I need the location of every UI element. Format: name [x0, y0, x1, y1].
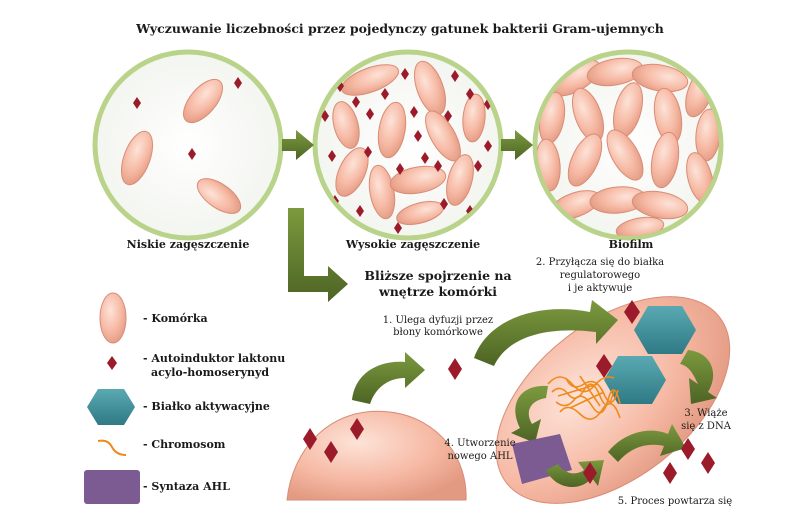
arrow-low-to-high	[282, 130, 314, 160]
step-2-label-line3: i je aktywuje	[567, 283, 633, 294]
arrow-repeat	[608, 424, 686, 462]
arrow-closer-look	[288, 208, 348, 302]
step-2-label-line1: 2. Przyłącza się do białka	[535, 257, 665, 268]
arrow-new-ahl	[511, 385, 548, 443]
step-4-label-line2: nowego AHL	[447, 451, 513, 462]
legend-chromosome-label: - Chromosom	[143, 438, 226, 451]
legend-autoinducer-label-1: - Autoinduktor laktonu	[143, 352, 286, 365]
incoming-cell	[286, 410, 467, 501]
activator-protein-2	[596, 354, 666, 404]
diagram-title: Wyczuwanie liczebności przez pojedynczy …	[136, 21, 664, 36]
new-autoinducers	[583, 438, 715, 484]
low-density-label: Niskie zagęszczenie	[126, 238, 250, 251]
high-density-label: Wysokie zagęszczenie	[345, 238, 481, 251]
legend-synthase-icon	[84, 470, 140, 504]
step-4-label-line1: 4. Utworzenie	[444, 438, 516, 449]
arrow-diffusion	[352, 352, 425, 404]
closer-look-heading: Bliższe spojrzenie na wnętrze komórki	[364, 268, 512, 299]
legend-activator-icon	[87, 389, 135, 425]
step-1-label: 1. Ulega dyfuzji przez błony komórkowe	[382, 315, 494, 338]
legend-autoinducer-label-2: acylo-homoserynyd	[151, 366, 270, 379]
high-density-circle	[312, 49, 504, 241]
arrow-bind-dna	[680, 350, 717, 404]
step-5-label: 5. Proces powtarza się	[617, 496, 733, 507]
arrow-to-activator	[474, 300, 618, 366]
chromosome	[547, 375, 621, 420]
step-3-label-line2: się z DNA	[681, 421, 731, 432]
legend-activator-label: - Białko aktywacyjne	[143, 400, 270, 413]
biofilm-circle	[532, 49, 724, 241]
legend-synthase-label: - Syntaza AHL	[143, 480, 230, 493]
activator-protein	[624, 300, 696, 354]
low-density-circle	[92, 49, 284, 241]
legend-cell-icon	[99, 292, 127, 344]
legend-autoinducer-icon	[107, 356, 117, 370]
step-3-label-line1: 3. Wiąże	[684, 408, 728, 419]
biofilm-label: Biofilm	[608, 238, 654, 251]
legend-chromosome-icon	[97, 439, 127, 456]
legend-cell-label: - Komórka	[143, 312, 208, 325]
diffusing-autoinducer	[448, 358, 462, 380]
arrow-high-to-biofilm	[501, 130, 533, 160]
step-2-label-line2: regulatorowego	[559, 270, 641, 281]
